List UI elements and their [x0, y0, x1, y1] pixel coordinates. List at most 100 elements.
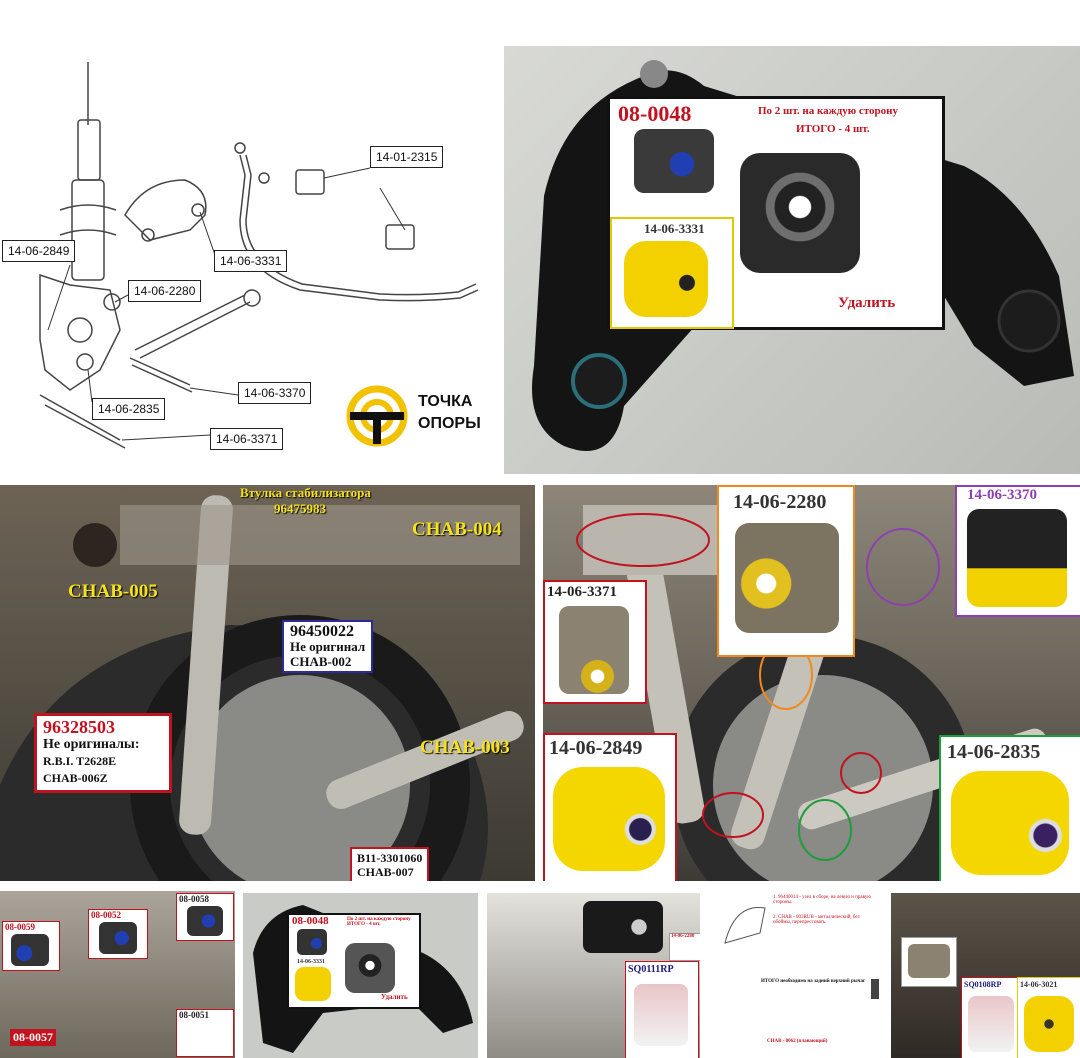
t1-inset-08-0051: 08-0051	[176, 1009, 234, 1057]
logo: ТОЧКА ОПОРЫ	[346, 385, 496, 447]
box-96328503-title: Не оригиналы:	[43, 737, 140, 752]
inset-14-06-3371: 14-06-3371	[543, 580, 647, 704]
t4-line2: 2. CHAB - 003RUB - металлический, без об…	[773, 915, 860, 925]
t4-line1: 1. 96440014 - узел в сборе, на левую и п…	[773, 895, 872, 905]
arm-inset: 08-0048 По 2 шт. на каждую сторону ИТОГО…	[607, 96, 945, 330]
bushing-yellow-2849	[553, 767, 665, 871]
note-line1: По 2 шт. на каждую сторону	[758, 105, 898, 117]
box-b11-line2: CHAB-007	[357, 865, 414, 879]
label-14-06-3331: 14-06-3331	[214, 250, 288, 272]
thumbnail-3[interactable]: 14-06-2280 SQ0111RP	[487, 893, 700, 1058]
bushing-yellow-2835	[951, 771, 1069, 875]
label-chab-003: CHAB-003	[420, 737, 510, 758]
bushing-steel-2280	[735, 523, 839, 633]
rear-underside-drawing	[0, 495, 524, 881]
label-chab-005: CHAB-005	[68, 581, 158, 602]
inset-14-06-3370: 14-06-3370	[955, 485, 1080, 617]
t1-bushing-blue-1	[11, 934, 49, 966]
t3-bushing-red	[634, 984, 688, 1046]
label-14-06-3370: 14-06-3370	[238, 382, 312, 404]
box-b11-line1: B11-3301060	[357, 851, 423, 865]
note-line2: ИТОГО - 4 шт.	[796, 123, 870, 135]
poly-inset: 14-06-3331	[610, 217, 734, 329]
remove-label: Удалить	[838, 295, 896, 311]
t5-inset-poly: 14-06-3021	[1017, 977, 1080, 1058]
t2-code: 08-0048	[292, 915, 329, 927]
thumbnail-1[interactable]: 08-0059 08-0052 08-0058 08-0051 08-0057	[0, 891, 235, 1058]
inset-14-06-2849: 14-06-2849	[543, 733, 677, 881]
bushing-steel-3371	[559, 606, 629, 694]
t2-bushing-blue	[297, 929, 327, 955]
label-14-06-2835: 14-06-2835	[92, 398, 166, 420]
box-96328503-code: 96328503	[43, 717, 115, 737]
arm-photo: 08-0048 По 2 шт. на каждую сторону ИТОГО…	[504, 46, 1080, 474]
box-96328503: 96328503 Не оригиналы: R.B.I. T2628E CHA…	[34, 713, 172, 793]
t2-note: По 2 шт. на каждую сторону ИТОГО - 4 шт.	[347, 917, 411, 927]
code-14-06-2835: 14-06-2835	[947, 741, 1041, 763]
label-14-06-2280: 14-06-2280	[128, 280, 202, 302]
t3-poly: 14-06-2280	[671, 934, 695, 939]
arm-bushing-closeup	[740, 153, 860, 273]
box-96450022-line1: Не оригинал	[290, 639, 366, 654]
t4-line3: ИТОГО необходимо на задний верхний рычаг	[761, 979, 866, 984]
t3-code: SQ0111RP	[628, 964, 674, 975]
stabilizer-bushing-label-line1: Втулка стабилизатора	[240, 485, 371, 500]
label-14-06-3371: 14-06-3371	[210, 428, 284, 450]
label-chab-004: CHAB-004	[412, 519, 502, 540]
t5-bushing-red	[968, 996, 1014, 1052]
t1-bushing-blue-2	[99, 922, 137, 954]
thumbnail-5[interactable]: SQ0108RP 14-06-3021	[891, 893, 1080, 1058]
box-b11-3301060: B11-3301060 CHAB-007	[350, 847, 430, 881]
t1-code-08-0059: 08-0059	[5, 922, 35, 932]
t5-inset-sq: SQ0108RP	[961, 977, 1021, 1058]
rear-underside-photo: Втулка стабилизатора 96475983 CHAB-005 C…	[0, 485, 535, 881]
logo-text-line2: ОПОРЫ	[418, 415, 481, 432]
t5-inset-chab	[901, 937, 957, 987]
thumbnail-2[interactable]: 08-0048 По 2 шт. на каждую сторону ИТОГО…	[243, 893, 478, 1058]
target-logo-icon	[346, 385, 408, 447]
code-14-06-3370: 14-06-3370	[967, 487, 1037, 503]
t2-arm-bushing	[345, 943, 395, 993]
t5-code: SQ0108RP	[964, 980, 1002, 989]
bushing-yellow-14-06-3331	[624, 241, 708, 317]
bushing-steel-3370	[967, 509, 1067, 607]
box-96328503-line1: R.B.I. T2628E	[43, 754, 117, 768]
suspension-drawing	[39, 62, 479, 449]
suspension-diagram: 14-01-2315 14-06-2849 14-06-3331 14-06-2…	[0, 40, 500, 475]
code-14-06-2849: 14-06-2849	[549, 737, 643, 759]
t2-inset: 08-0048 По 2 шт. на каждую сторону ИТОГО…	[287, 913, 421, 1009]
t4-scrollbar[interactable]	[871, 979, 879, 999]
t1-bushing-blue-3	[187, 906, 223, 936]
logo-text-line1: ТОЧКА	[418, 393, 473, 410]
bushing-blue-08-0048	[634, 129, 714, 193]
inset-14-06-2835: 14-06-2835	[939, 735, 1080, 881]
inset-14-06-2280: 14-06-2280	[717, 485, 855, 657]
t1-inset-08-0058: 08-0058	[176, 893, 234, 941]
code-08-0048: 08-0048	[618, 101, 692, 126]
t5-bushing-steel	[908, 944, 950, 978]
t1-code-08-0058: 08-0058	[179, 894, 209, 904]
t1-code-08-0051: 08-0051	[179, 1010, 209, 1020]
t4-arm-sketch	[724, 906, 766, 944]
thumbnail-4[interactable]: 1. 96440014 - узел в сборе, на левую и п…	[711, 893, 881, 1058]
t3-inset-poly: 14-06-2280	[669, 933, 700, 961]
poly-bushings-photo: 14-06-3371 14-06-2280 14-06-3370 14-06-2…	[543, 485, 1080, 881]
t2-bushing-yellow	[295, 967, 331, 1001]
t2-remove: Удалить	[381, 993, 408, 1001]
t1-inset-08-0059: 08-0059	[2, 921, 60, 971]
t1-inset-08-0052: 08-0052	[88, 909, 148, 959]
t1-code-08-0057: 08-0057	[10, 1029, 56, 1046]
code-14-06-3371: 14-06-3371	[547, 584, 617, 600]
t5-poly: 14-06-3021	[1020, 980, 1058, 989]
box-96450022-code: 96450022	[290, 623, 354, 640]
code-14-06-2280: 14-06-2280	[733, 491, 827, 513]
t3-inset-sq: SQ0111RP	[625, 961, 699, 1058]
t3-bushing-black	[583, 901, 663, 953]
t2-poly: 14-06-3331	[297, 959, 325, 965]
box-96450022-line2: CHAB-002	[290, 654, 352, 669]
label-14-01-2315: 14-01-2315	[370, 146, 444, 168]
stabilizer-bushing-label-line2: 96475983	[274, 501, 326, 516]
box-96450022: 96450022 Не оригинал CHAB-002	[282, 620, 374, 673]
box-96328503-line2: CHAB-006Z	[43, 771, 108, 785]
label-14-06-2849: 14-06-2849	[2, 240, 76, 262]
